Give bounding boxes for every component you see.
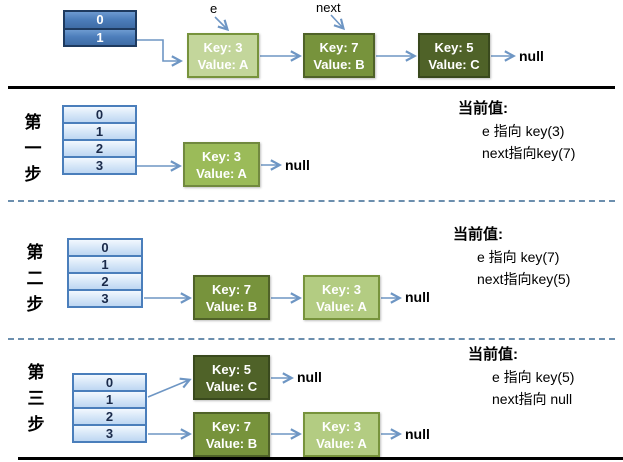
node-value-text: Value: B [205, 298, 258, 314]
status-line: e 指向 key(7) [477, 249, 560, 265]
node-key3-step3: Key: 3 Value: A [303, 412, 380, 457]
section-divider-dashed [8, 200, 615, 202]
step3-label: 第 三 步 [25, 360, 47, 438]
node-key3-step2: Key: 3 Value: A [303, 275, 380, 320]
step-label-char: 步 [26, 295, 44, 314]
section-divider-solid [8, 86, 615, 89]
step3-status: 当前值: e 指向 key(5) next指向 null [468, 344, 623, 410]
arrow-top-array-to-key3 [137, 39, 183, 67]
status-title: 当前值: [468, 346, 518, 363]
null-label: null [285, 157, 310, 173]
pointer-e-label: e [210, 1, 218, 16]
node-key-text: Key: 3 [201, 148, 242, 164]
node-value-text: Value: C [205, 378, 258, 394]
node-key-text: Key: 3 [321, 418, 362, 434]
node-key5-step3: Key: 5 Value: C [193, 355, 270, 400]
step-label-char: 步 [24, 165, 42, 184]
step2-label: 第 二 步 [24, 240, 46, 318]
pointer-next-label: next [316, 0, 341, 15]
node-value-text: Value: A [196, 165, 247, 181]
hash-array-step2: 0 1 2 3 [67, 238, 143, 308]
null-label: null [519, 48, 544, 64]
step-label-char: 一 [24, 139, 42, 158]
node-key-text: Key: 7 [319, 39, 359, 55]
node-value-text: Value: A [316, 298, 367, 314]
hash-array-step1: 0 1 2 3 [62, 105, 137, 175]
node-key-text: Key: 5 [434, 39, 474, 55]
node-key3-initial: Key: 3 Value: A [187, 33, 259, 78]
section-divider-dashed [8, 338, 615, 340]
node-value-text: Value: B [313, 56, 365, 72]
step1-label: 第 一 步 [22, 110, 44, 188]
array-cell: 3 [72, 424, 147, 443]
null-label: null [297, 369, 322, 385]
node-key-text: Key: 7 [211, 281, 252, 297]
step-label-char: 第 [27, 363, 45, 382]
node-value-text: Value: A [197, 56, 249, 72]
node-key-text: Key: 3 [203, 39, 243, 55]
status-line: next指向 null [492, 391, 573, 407]
step-label-char: 第 [26, 243, 44, 262]
step-label-char: 步 [27, 415, 45, 434]
node-key7-initial: Key: 7 Value: B [303, 33, 375, 78]
step2-status: 当前值: e 指向 key(7) next指向key(5) [453, 224, 623, 290]
node-value-text: Value: B [205, 435, 258, 451]
step-label-char: 二 [26, 269, 44, 288]
node-key-text: Key: 7 [211, 418, 252, 434]
arrow-pointer-e [214, 16, 230, 32]
node-key7-step2: Key: 7 Value: B [193, 275, 270, 320]
node-key7-step3: Key: 7 Value: B [193, 412, 270, 457]
node-value-text: Value: A [316, 435, 367, 451]
node-key3-step1: Key: 3 Value: A [183, 142, 260, 187]
node-key-text: Key: 3 [321, 281, 362, 297]
bottom-border-line [18, 457, 623, 460]
step-label-char: 第 [24, 113, 42, 132]
null-label: null [405, 426, 430, 442]
array-cell: 1 [63, 27, 137, 47]
node-key5-initial: Key: 5 Value: C [418, 33, 490, 78]
array-cell: 3 [62, 156, 137, 175]
array-cell: 3 [67, 289, 143, 308]
status-line: e 指向 key(3) [482, 123, 565, 139]
status-title: 当前值: [458, 100, 508, 117]
arrow-step3-array-to-key5 [147, 377, 192, 398]
hash-array-initial: 0 1 [63, 10, 137, 47]
status-line: next指向key(7) [482, 145, 576, 161]
step-label-char: 三 [27, 389, 45, 408]
node-key-text: Key: 5 [211, 361, 252, 377]
status-line: e 指向 key(5) [492, 369, 575, 385]
hash-array-step3: 0 1 2 3 [72, 373, 147, 443]
status-title: 当前值: [453, 226, 503, 243]
step1-status: 当前值: e 指向 key(3) next指向key(7) [458, 98, 623, 164]
null-label: null [405, 289, 430, 305]
arrow-pointer-next [330, 14, 346, 31]
node-value-text: Value: C [428, 56, 480, 72]
status-line: next指向key(5) [477, 271, 571, 287]
